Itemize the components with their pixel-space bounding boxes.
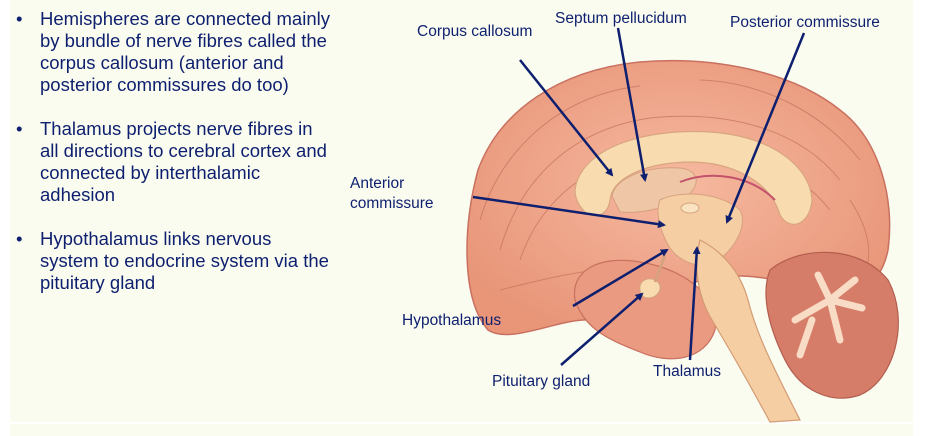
label-hypothalamus: Hypothalamus bbox=[402, 312, 502, 329]
label-anterior-commissure-line2: commissure bbox=[350, 195, 434, 212]
arrow-septum-pellucidum bbox=[616, 27, 648, 182]
label-anterior-commissure-line1: Anterior bbox=[350, 175, 405, 192]
arrow-thalamus bbox=[688, 246, 701, 361]
bullet-text: Hypothalamus links nervous system to end… bbox=[40, 228, 329, 293]
cerebellum bbox=[765, 251, 899, 399]
arrow-hypothalamus bbox=[572, 248, 669, 308]
bullet-text: Thalamus projects nerve fibres in all di… bbox=[40, 118, 327, 205]
label-thalamus: Thalamus bbox=[653, 363, 722, 380]
label-pituitary-gland: Pituitary gland bbox=[492, 373, 591, 390]
arbor-vitae bbox=[791, 271, 866, 359]
bullet-marker: • bbox=[16, 118, 23, 139]
arrow-pituitary-gland bbox=[560, 292, 644, 366]
interthalamic-adhesion bbox=[680, 202, 700, 214]
bullet-marker: • bbox=[16, 8, 23, 29]
label-corpus-callosum: Corpus callosum bbox=[417, 23, 533, 40]
bullet-item: • Hemispheres are connected mainly by bun… bbox=[12, 8, 332, 96]
bullet-text: Hemispheres are connected mainly by bund… bbox=[40, 8, 330, 95]
slide-bottom-strip bbox=[10, 424, 913, 436]
arrow-corpus-callosum bbox=[519, 59, 614, 177]
arrow-anterior-commissure bbox=[472, 195, 666, 229]
label-septum-pellucidum: Septum pellucidum bbox=[555, 10, 687, 27]
choroid-plexus bbox=[679, 174, 776, 201]
bullet-list: • Hemispheres are connected mainly by bun… bbox=[12, 8, 332, 316]
bullet-item: • Thalamus projects nerve fibres in all d… bbox=[12, 118, 332, 206]
label-posterior-commissure: Posterior commissure bbox=[730, 14, 880, 31]
bullet-marker: • bbox=[16, 228, 23, 249]
bullet-item: • Hypothalamus links nervous system to en… bbox=[12, 228, 332, 294]
arrow-posterior-commissure bbox=[725, 32, 806, 224]
brainstem bbox=[696, 239, 801, 423]
